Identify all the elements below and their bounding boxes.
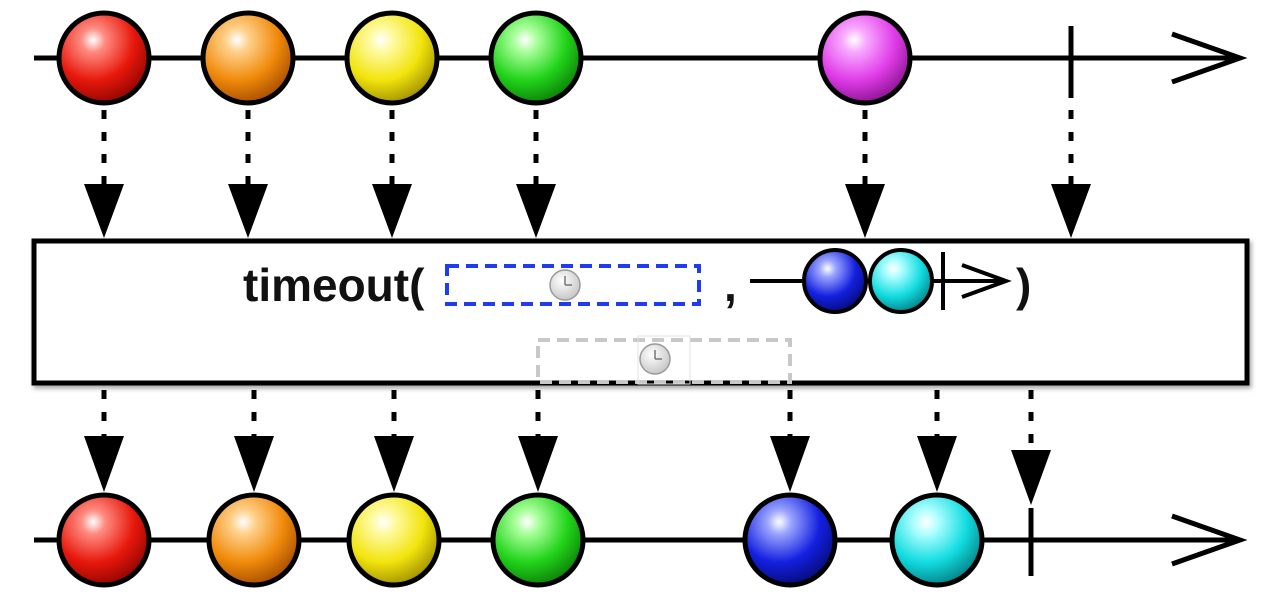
result-arrow-completion [1011,390,1051,505]
operator-box: timeout( , ) [31,238,1250,386]
result-marble-blue [742,492,838,588]
result-arrow-orange [234,390,274,492]
result-arrow-red [84,390,124,492]
timeout-duration-box [445,264,701,306]
operator-separator: , [724,259,737,311]
source-timeline [34,10,1248,106]
source-marble-magenta [817,10,913,106]
source-arrow-magenta [845,110,885,238]
clock-icon [639,343,671,375]
operator-close-paren: ) [1016,259,1031,311]
source-arrow-orange [228,110,268,238]
result-emission-arrows [84,390,1051,505]
source-emission-arrows [84,110,1091,238]
source-marble-orange [200,10,296,106]
result-arrow-green [518,390,558,492]
result-arrow-yellow [374,390,414,492]
source-arrow-yellow [372,110,412,238]
source-marbles [56,10,913,106]
source-marble-green [488,10,584,106]
result-marble-yellow [346,492,442,588]
result-timeline [34,492,1248,588]
result-marbles [56,492,985,588]
result-marble-green [490,492,586,588]
result-axis-arrowhead [1171,513,1248,567]
source-marble-yellow [344,10,440,106]
result-marble-red [56,492,152,588]
source-arrow-completion [1051,110,1091,238]
source-arrow-green [516,110,556,238]
fallback-stream [750,248,1012,314]
operator-name: timeout( [243,259,425,311]
fallback-marble-cyan [868,248,934,314]
fallback-marble-blue [802,248,868,314]
result-marble-orange [206,492,302,588]
result-marble-cyan [889,492,985,588]
source-axis-arrowhead [1171,31,1248,85]
result-arrow-blue [770,390,810,492]
result-arrow-cyan [917,390,957,492]
source-arrow-red [84,110,124,238]
clock-icon [549,269,581,301]
fallback-axis-arrowhead [961,263,1012,299]
elapsed-timeout-box [536,338,792,384]
fallback-marbles [802,248,934,314]
source-marble-red [56,10,152,106]
clock-icon-frame [637,335,691,385]
